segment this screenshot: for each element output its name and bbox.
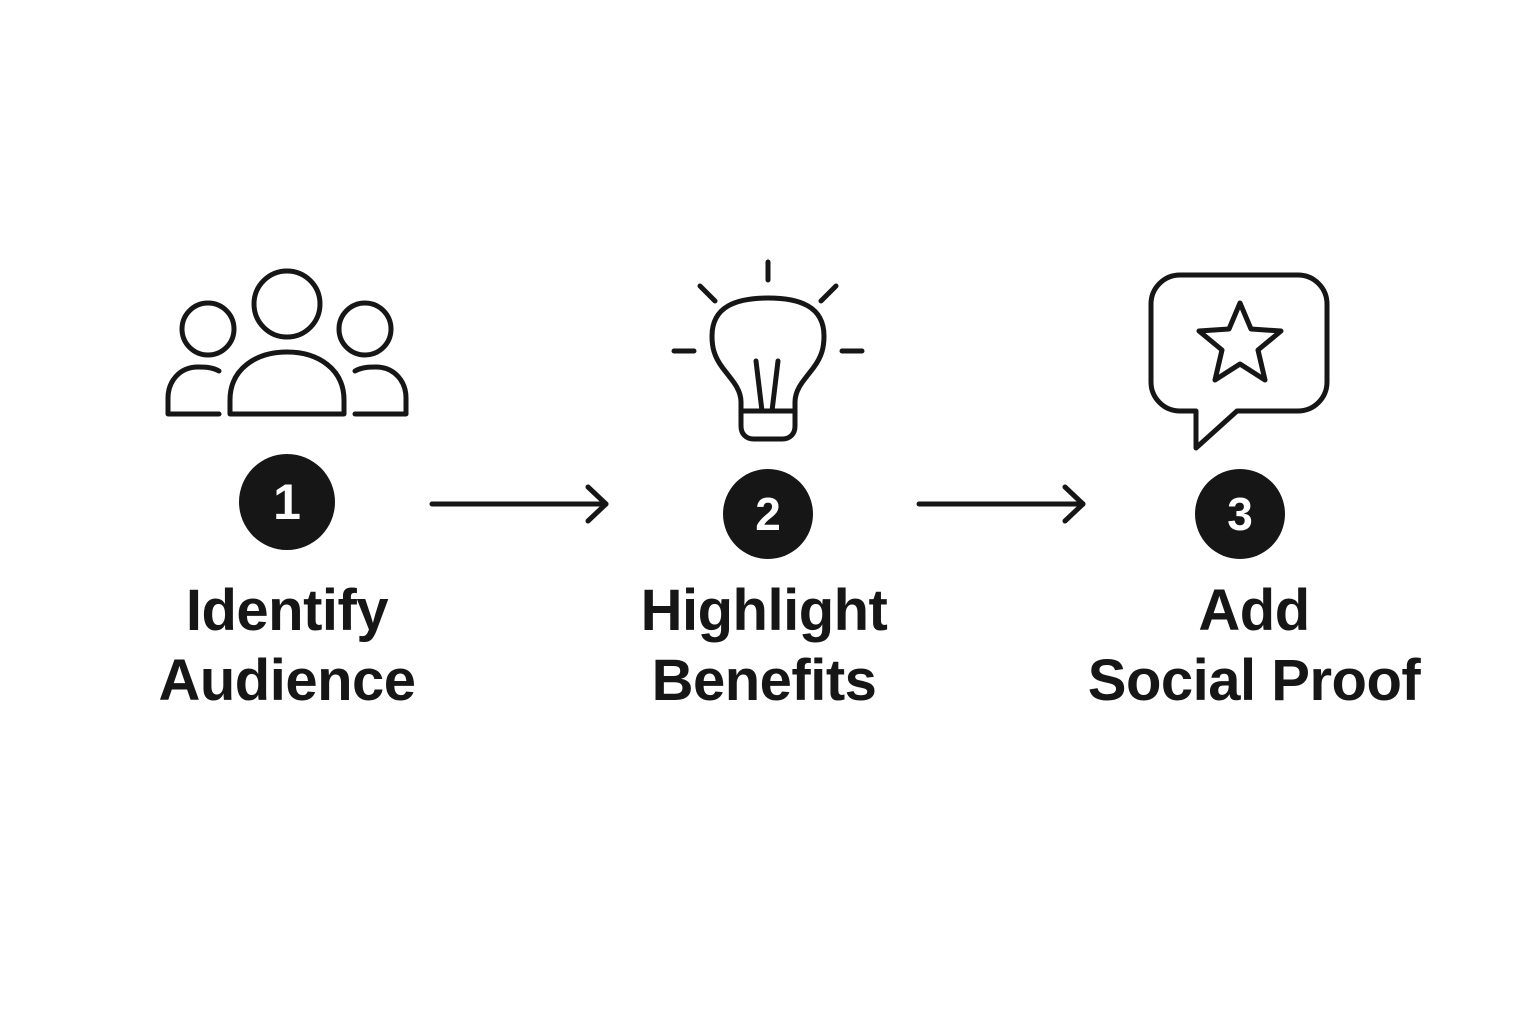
step-label-3: Add Social Proof xyxy=(1044,576,1464,716)
step-label-3-line-2: Social Proof xyxy=(1087,648,1421,713)
step-label-1: Identify Audience xyxy=(77,576,497,716)
step-label-3-line-1: Add xyxy=(1198,578,1310,643)
step-label-2-line-2: Benefits xyxy=(651,648,877,713)
step-number-badge-3: 3 xyxy=(1195,469,1285,559)
step-label-2: Highlight Benefits xyxy=(554,576,974,716)
step-label-1-line-1: Identify xyxy=(185,578,389,643)
step-label-1-line-2: Audience xyxy=(158,648,416,713)
step-number-badge-2: 2 xyxy=(723,469,813,559)
step-number-badge-1: 1 xyxy=(239,454,335,550)
star-chat-bubble-icon xyxy=(1147,272,1331,452)
arrow-right-icon xyxy=(916,484,1089,524)
lightbulb-icon xyxy=(670,258,866,444)
people-group-icon xyxy=(164,268,412,420)
arrow-right-icon xyxy=(429,484,612,524)
step-label-2-line-1: Highlight xyxy=(640,578,888,643)
